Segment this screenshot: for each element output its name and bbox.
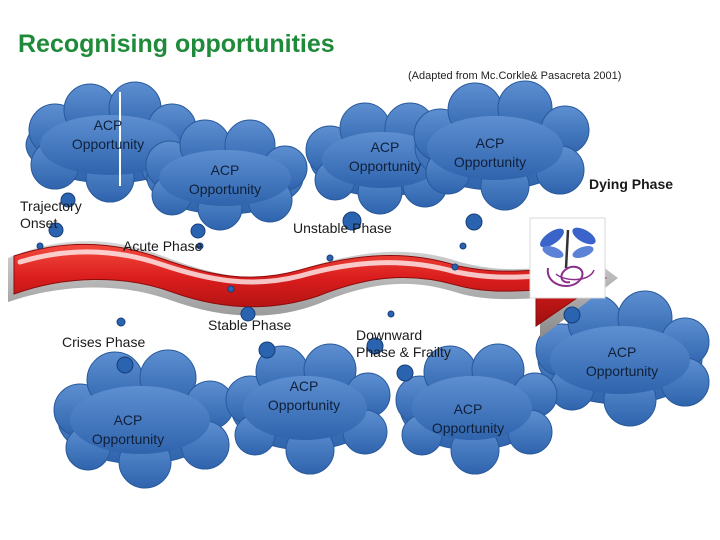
cloud-label-6: ACP Opportunity [91, 412, 165, 447]
phase-crises: Crises Phase [62, 334, 146, 350]
phase-downward: Downward Phase & Frailty [356, 327, 451, 360]
phase-stable: Stable Phase [208, 317, 292, 333]
phase-dying: Dying Phase [589, 176, 674, 192]
cloud-label-5: ACP Opportunity [585, 344, 659, 379]
phase-acute: Acute Phase [123, 238, 203, 254]
cloud-acp-opportunity-8 [395, 343, 558, 475]
cloud-acp-opportunity-7 [225, 343, 391, 475]
cloud-label-4: ACP Opportunity [453, 135, 527, 170]
citation: (Adapted from Mc.Corkle& Pasacreta 2001) [408, 70, 622, 82]
cloud-label-1: ACP Opportunity [71, 117, 145, 152]
phase-trajectory-onset: Trajectory Onset [20, 198, 82, 231]
cloud-acp-opportunity-5 [535, 290, 710, 427]
cloud-acp-opportunity-2 [145, 119, 308, 231]
cloud-acp-opportunity-6 [53, 349, 235, 489]
phase-markers [36, 192, 581, 382]
phase-unstable: Unstable Phase [293, 220, 392, 236]
cloud-acp-opportunity-4 [413, 80, 590, 211]
dragonfly-logo [540, 227, 596, 287]
arrow-highlight [17, 249, 541, 285]
trajectory-arrow [13, 231, 607, 327]
cloud-label-3: ACP Opportunity [348, 139, 422, 174]
cloud-label-7: ACP Opportunity [267, 378, 341, 413]
page-title: Recognising opportunities [18, 30, 335, 58]
cloud-label-8: ACP Opportunity [431, 401, 505, 436]
cloud-label-2: ACP Opportunity [188, 162, 262, 197]
